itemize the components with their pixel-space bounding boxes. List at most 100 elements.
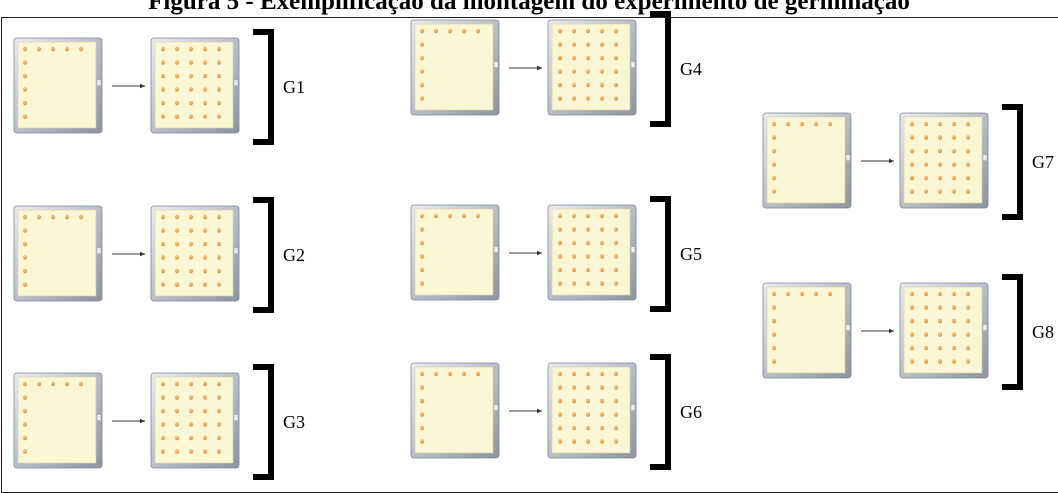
seed-dot <box>203 435 207 441</box>
figure-title: Figura 5 - Exemplificação da montagem do… <box>148 0 910 15</box>
seed-dot <box>420 213 424 219</box>
seed-dot <box>924 305 928 310</box>
seed-dot <box>572 213 576 219</box>
seed-dot <box>938 291 942 297</box>
seed-dot <box>600 425 604 431</box>
seed-dot <box>175 46 179 52</box>
seed-dot <box>23 228 27 233</box>
seed-dot <box>217 255 221 260</box>
seed-dot <box>217 46 221 52</box>
seed-dot <box>572 281 576 286</box>
seed-dot <box>938 135 942 140</box>
seed-dot <box>572 385 576 390</box>
seed-dot <box>572 412 576 417</box>
seed-dot <box>952 332 956 337</box>
seed-dot <box>786 121 790 127</box>
seed-dot <box>161 228 165 233</box>
seed-dot <box>203 60 207 65</box>
box-after <box>547 362 637 459</box>
seed-dot <box>203 228 207 233</box>
box-before <box>13 205 103 302</box>
seed-dot <box>558 412 562 417</box>
seed-dot <box>572 55 576 61</box>
group-label: G7 <box>1032 152 1054 172</box>
seed-dot <box>175 408 179 414</box>
seed-dot <box>614 439 618 444</box>
seed-dot <box>203 255 207 260</box>
seed-dot <box>614 227 618 232</box>
seed-dot <box>189 381 193 387</box>
group-label: G5 <box>680 244 702 264</box>
seed-dot <box>938 175 942 181</box>
seed-dot <box>572 227 576 232</box>
seed-dot <box>189 395 193 400</box>
box-before <box>762 282 852 379</box>
seed-dot <box>217 87 221 92</box>
group-bracket <box>650 354 671 470</box>
seed-dot <box>189 100 193 106</box>
seed-dot <box>614 240 618 246</box>
seed-dot <box>966 332 970 337</box>
group-label: G2 <box>283 245 305 265</box>
group-g1: G1 <box>13 29 305 145</box>
seed-dot <box>952 175 956 181</box>
box-after <box>547 19 637 116</box>
seed-dot <box>65 46 69 52</box>
seed-dot <box>23 435 27 441</box>
seed-dot <box>175 60 179 65</box>
seed-dot <box>558 254 562 259</box>
box-before <box>13 37 103 134</box>
group-g4: G4 <box>410 11 702 127</box>
seed-dot <box>175 381 179 387</box>
seed-dot <box>189 282 193 287</box>
seed-dot <box>924 135 928 140</box>
seed-dot <box>161 282 165 287</box>
box-after <box>899 282 989 379</box>
seed-dot <box>586 385 590 390</box>
seed-dot <box>175 73 179 79</box>
seed-dot <box>203 73 207 79</box>
seed-dot <box>600 240 604 246</box>
seed-dot <box>572 96 576 101</box>
arrow-right <box>861 328 894 334</box>
seed-dot <box>161 435 165 441</box>
seed-dot <box>772 148 776 154</box>
seed-dot <box>772 162 776 167</box>
seed-dot <box>586 398 590 404</box>
seed-dot <box>952 291 956 297</box>
seed-dot <box>420 82 424 88</box>
seed-dot <box>586 213 590 219</box>
seed-dot <box>952 318 956 324</box>
seed-dot <box>614 42 618 47</box>
seed-dot <box>938 189 942 194</box>
seed-dot <box>23 381 27 387</box>
seed-dot <box>772 345 776 351</box>
arrow-right <box>112 83 145 89</box>
group-bracket <box>1002 274 1023 390</box>
seed-dot <box>558 213 562 219</box>
seed-dot <box>203 87 207 92</box>
seed-dot <box>600 96 604 101</box>
seed-dot <box>614 281 618 286</box>
box-after <box>150 37 240 134</box>
seed-dot <box>772 318 776 324</box>
seed-dot <box>476 213 480 219</box>
seed-dot <box>175 114 179 119</box>
seed-dot <box>558 398 562 404</box>
seed-dot <box>586 69 590 74</box>
seed-dot <box>420 398 424 404</box>
seed-dot <box>558 385 562 390</box>
seed-dot <box>420 412 424 417</box>
seed-dot <box>586 425 590 431</box>
seed-dot <box>966 148 970 154</box>
seed-dot <box>23 282 27 287</box>
box-before <box>410 204 500 301</box>
seed-dot <box>558 240 562 246</box>
seed-dot <box>23 214 27 220</box>
seed-dot <box>938 148 942 154</box>
seed-dot <box>572 439 576 444</box>
seed-dot <box>161 46 165 52</box>
seed-dot <box>23 73 27 79</box>
box-after <box>150 372 240 469</box>
